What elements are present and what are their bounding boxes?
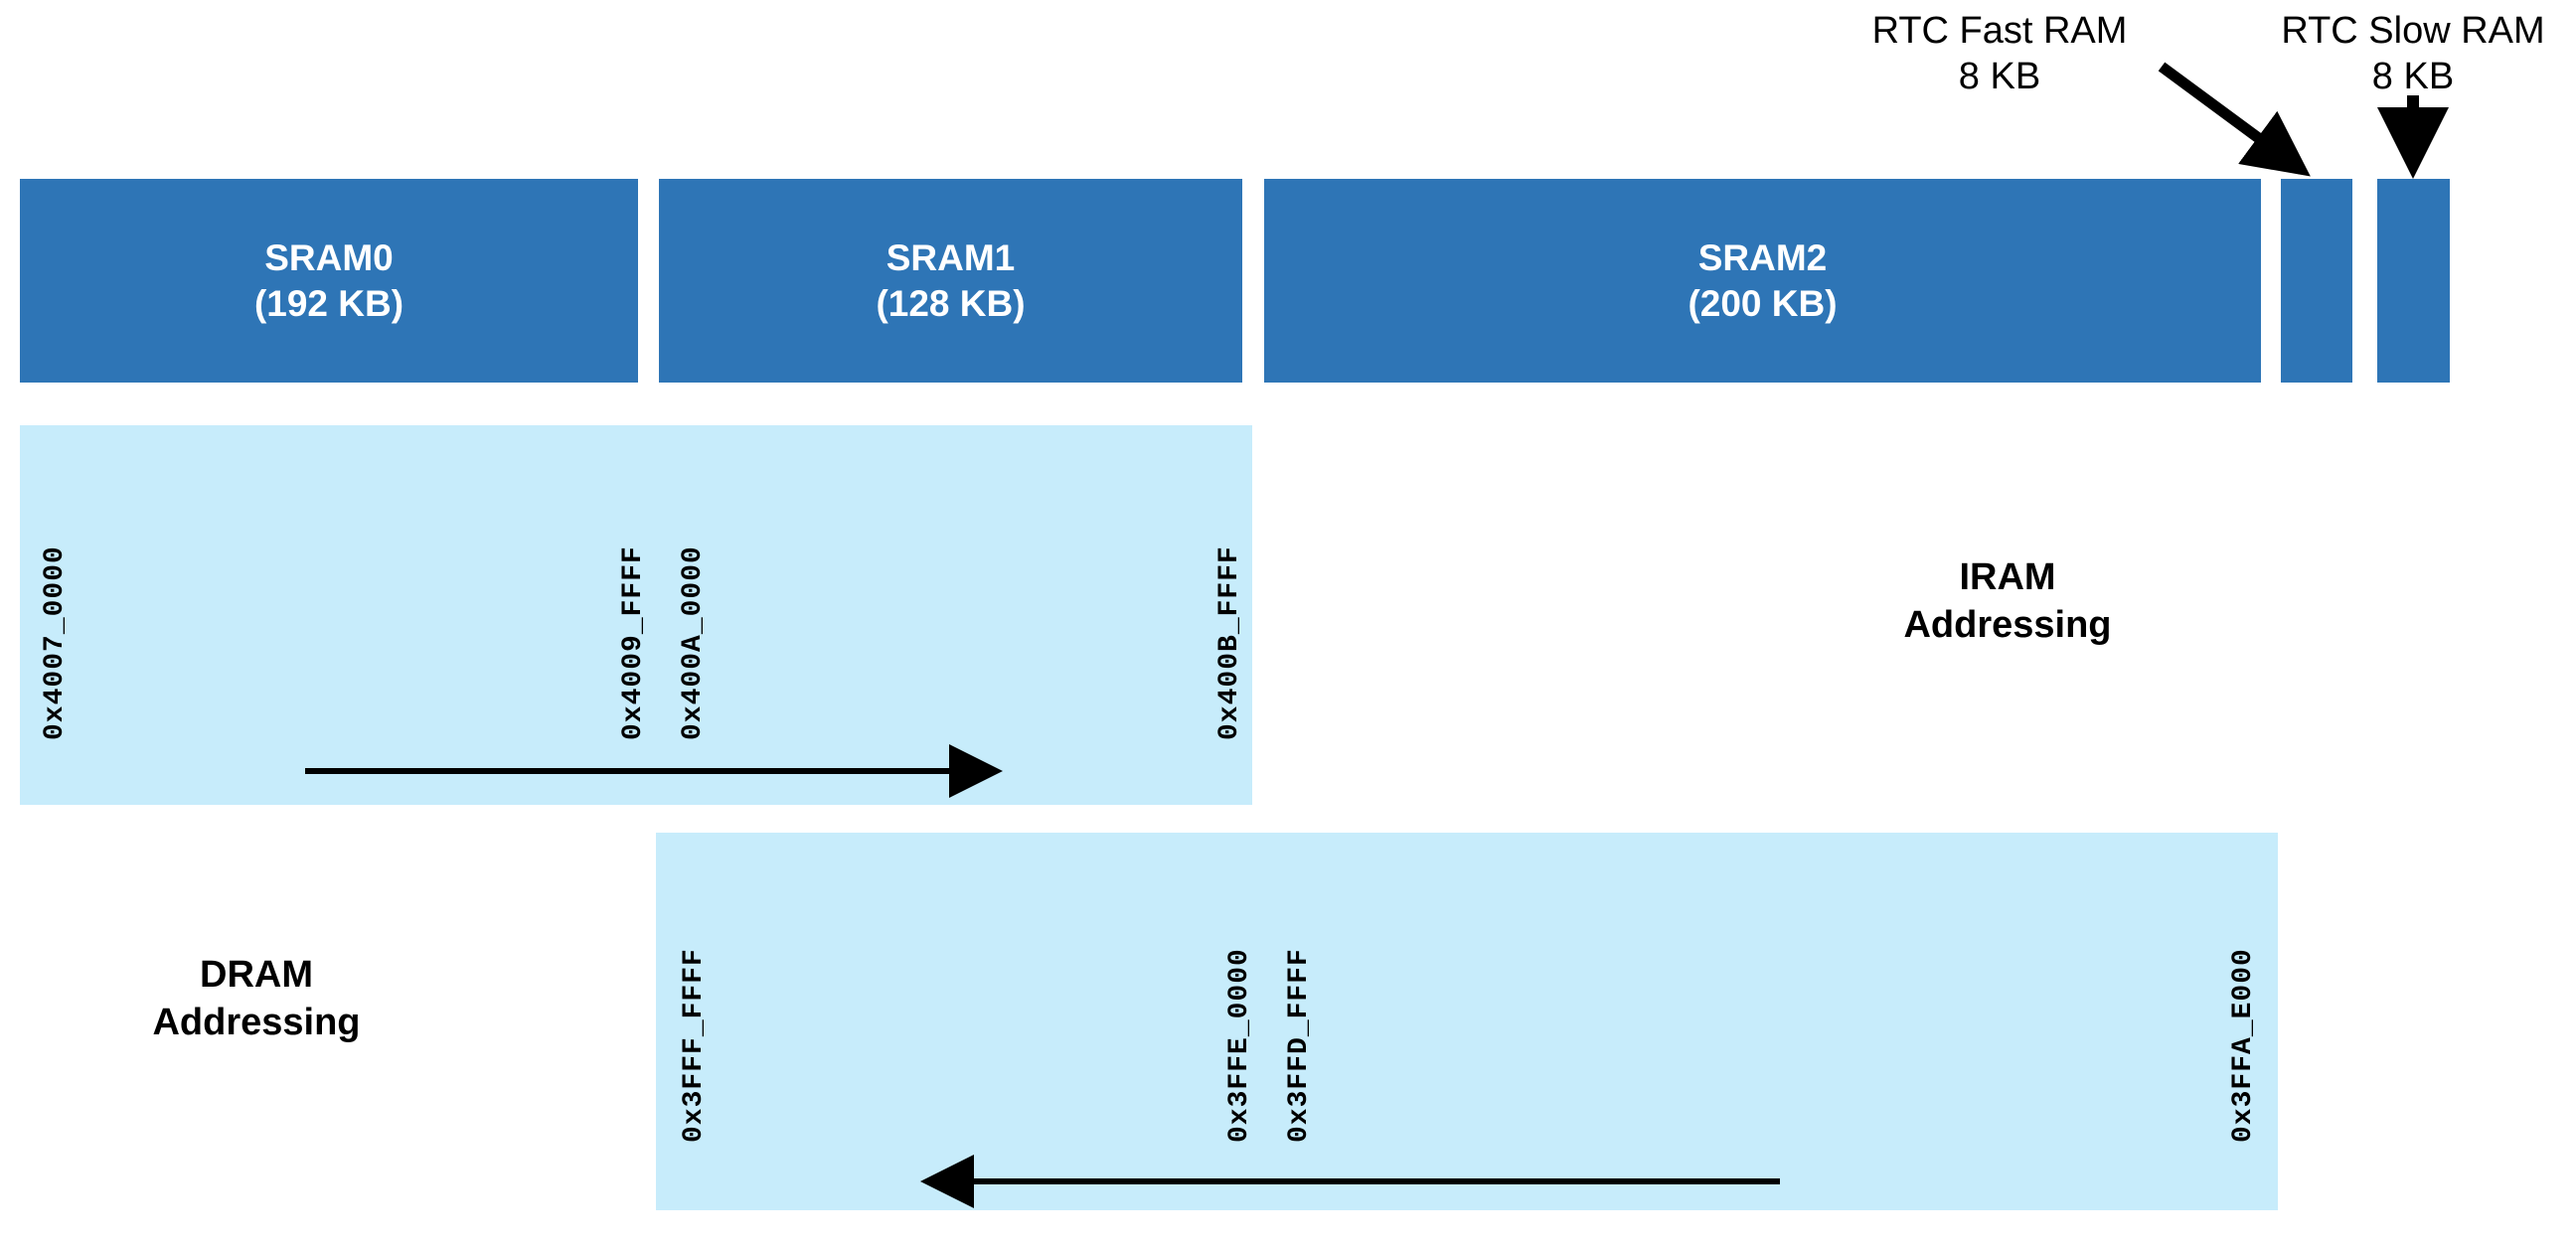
rtc-slow-ram-block: [2377, 179, 2450, 383]
sram2-name: SRAM2: [1697, 237, 1828, 279]
iram-address-1: 0x4009_FFFF: [618, 545, 649, 740]
rtc-slow-ram-callout-line1: RTC Slow RAM: [2281, 10, 2545, 52]
iram-address-0: 0x4007_0000: [40, 545, 71, 740]
sram0-name: SRAM0: [264, 237, 394, 279]
sram-block-sram1: SRAM1 (128 KB): [659, 179, 1242, 383]
sram1-name: SRAM1: [886, 237, 1016, 279]
dram-address-0: 0x3FFF_FFFF: [679, 948, 710, 1143]
sram1-size: (128 KB): [876, 282, 1026, 324]
dram-addressing-label-line1: DRAM: [200, 954, 313, 996]
iram-address-3: 0x400B_FFFF: [1214, 545, 1245, 740]
iram-addressing-label-line2: Addressing: [1903, 603, 2112, 646]
sram-block-sram2: SRAM2 (200 KB): [1264, 179, 2261, 383]
iram-addressing-label-line1: IRAM: [1959, 556, 2056, 598]
rtc-slow-ram-callout: RTC Slow RAM 8 KB: [2264, 8, 2562, 100]
sram0-size: (192 KB): [253, 282, 404, 324]
dram-addressing-label-line2: Addressing: [152, 1001, 361, 1043]
sram2-size: (200 KB): [1688, 282, 1838, 324]
rtc-fast-ram-callout-line1: RTC Fast RAM: [1871, 10, 2128, 52]
iram-address-2: 0x400A_0000: [678, 545, 709, 740]
dram-addressing-label: DRAM Addressing: [107, 952, 405, 1046]
sram-block-sram0: SRAM0 (192 KB): [20, 179, 638, 383]
rtc-fast-ram-callout: RTC Fast RAM 8 KB: [1851, 8, 2149, 100]
iram-addressing-label: IRAM Addressing: [1858, 554, 2157, 649]
rtc-slow-ram-callout-line2: 8 KB: [2371, 56, 2455, 98]
iram-addressing-band: [20, 425, 1252, 805]
dram-addressing-band: [656, 833, 2278, 1210]
dram-address-1: 0x3FFE_0000: [1224, 948, 1255, 1143]
dram-address-3: 0x3FFA_E000: [2228, 948, 2259, 1143]
rtc-fast-ram-callout-line2: 8 KB: [1958, 56, 2041, 98]
rtc-fast-ram-block: [2281, 179, 2352, 383]
dram-address-2: 0x3FFD_FFFF: [1284, 948, 1315, 1143]
